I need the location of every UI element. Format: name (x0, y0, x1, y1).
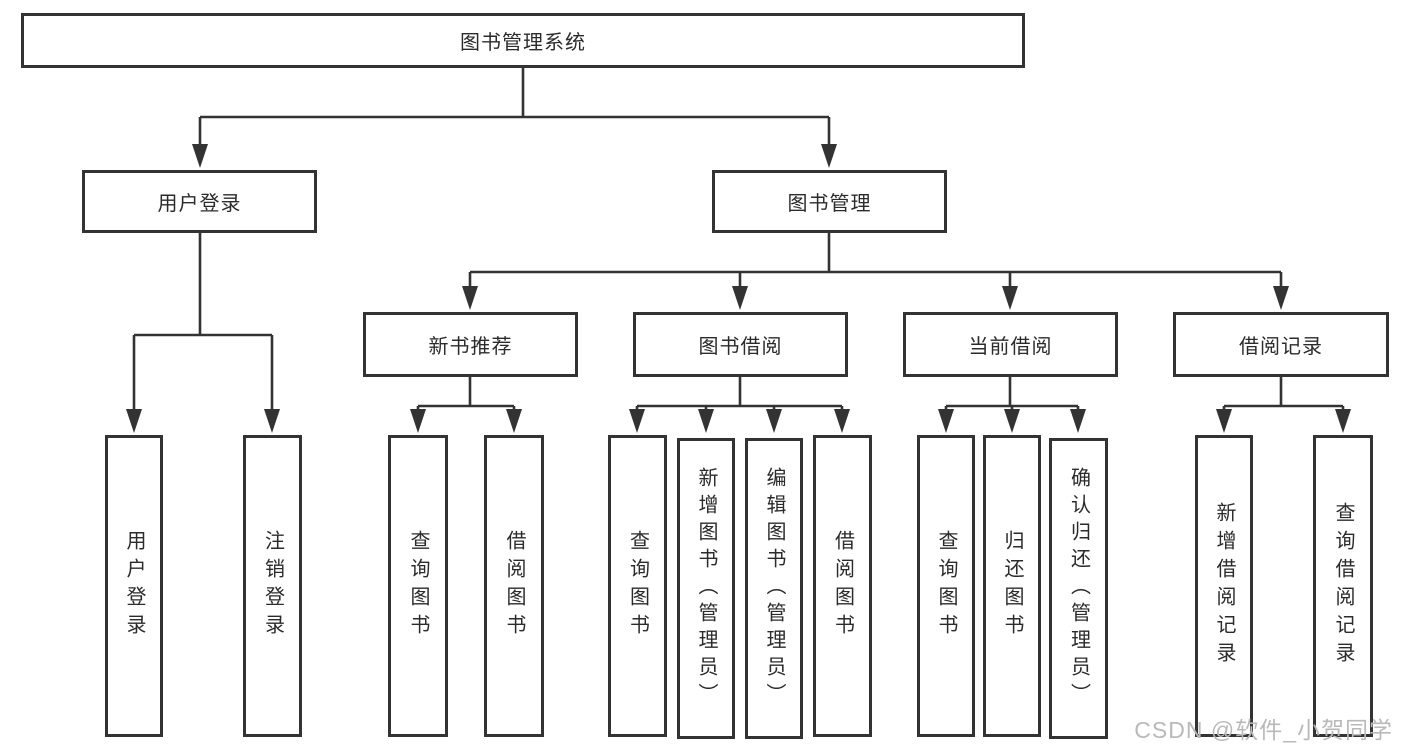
node-label: 图书管理系统 (460, 32, 586, 54)
node-label: 当前借阅 (968, 336, 1053, 358)
node-label: 图书借阅 (698, 336, 783, 358)
leaf-borrow-books-newbook: 借阅图书 (484, 435, 544, 737)
leaf-edit-books-admin: 编辑图书（管理员） (745, 438, 803, 739)
node-root-system: 图书管理系统 (21, 13, 1025, 68)
node-new-book-recommend: 新书推荐 (363, 312, 578, 377)
node-book-management: 图书管理 (712, 170, 947, 233)
node-current-borrow: 当前借阅 (903, 312, 1118, 377)
node-borrow-records: 借阅记录 (1173, 312, 1389, 377)
node-label: 确认归还（管理员） (1067, 467, 1090, 710)
node-label: 用户登录 (157, 193, 242, 215)
watermark: CSDN @软件_小贺同学 (1134, 717, 1393, 743)
node-label: 查询图书 (626, 530, 649, 642)
node-label: 注销登录 (261, 530, 284, 642)
leaf-query-books-borrow: 查询图书 (608, 435, 667, 737)
leaf-query-books-current: 查询图书 (917, 435, 975, 737)
leaf-add-books-admin: 新增图书（管理员） (677, 438, 735, 739)
node-label: 查询图书 (407, 530, 429, 642)
node-label: 新增图书（管理员） (695, 467, 717, 710)
leaf-confirm-return-admin: 确认归还（管理员） (1049, 438, 1108, 739)
node-user-login: 用户登录 (82, 170, 317, 233)
leaf-add-borrow-record: 新增借阅记录 (1195, 435, 1253, 737)
leaf-query-borrow-record: 查询借阅记录 (1313, 435, 1373, 737)
arrowhead-icons (126, 144, 1351, 433)
node-book-borrow: 图书借阅 (633, 312, 848, 377)
node-label: 借阅图书 (831, 530, 854, 642)
node-label: 查询图书 (935, 530, 957, 642)
node-label: 查询借阅记录 (1332, 502, 1354, 670)
node-label: 借阅记录 (1239, 336, 1323, 358)
leaf-query-books-newbook: 查询图书 (388, 435, 448, 737)
node-label: 新增借阅记录 (1213, 502, 1235, 670)
node-label: 归还图书 (1001, 530, 1023, 642)
leaf-user-login: 用户登录 (105, 435, 163, 737)
leaf-return-books: 归还图书 (983, 435, 1041, 737)
node-label: 新书推荐 (428, 336, 513, 358)
node-label: 用户登录 (123, 530, 145, 642)
node-label: 图书管理 (787, 193, 872, 215)
node-label: 借阅图书 (503, 530, 525, 642)
leaf-logout-login: 注销登录 (243, 435, 302, 737)
leaf-borrow-books-borrow: 借阅图书 (813, 435, 872, 737)
node-label: 编辑图书（管理员） (763, 467, 785, 710)
